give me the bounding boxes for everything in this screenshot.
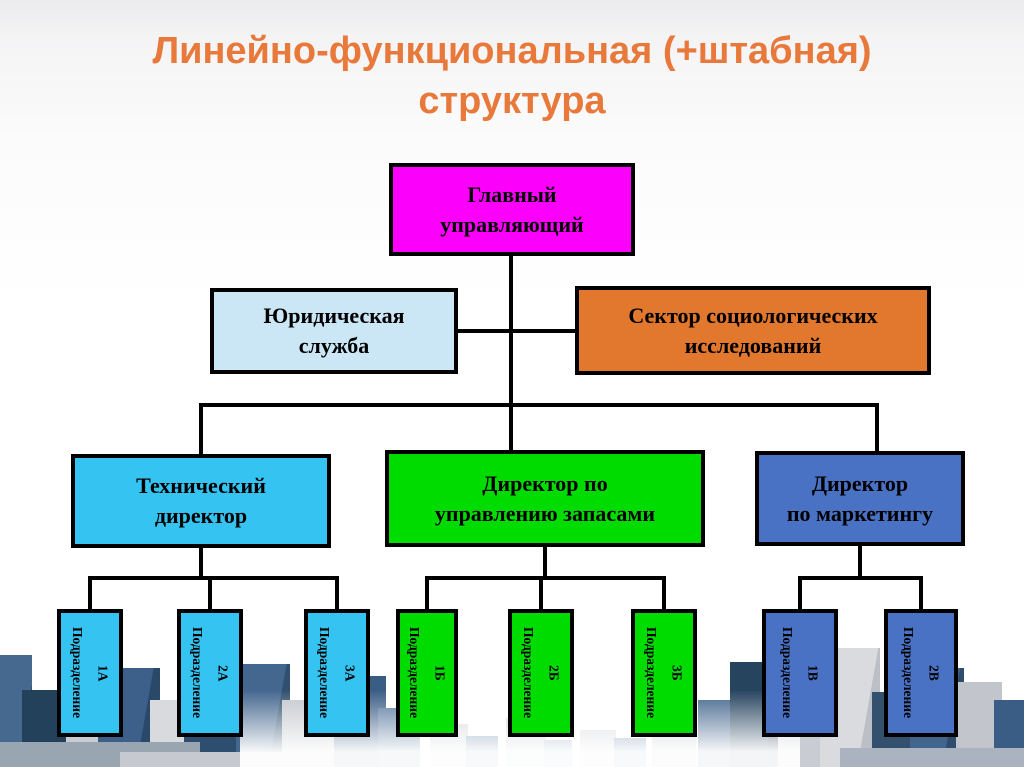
connector-line <box>425 576 666 580</box>
slide-title: Линейно-функциональная (+штабная) структу… <box>0 26 1024 126</box>
connector-line <box>858 544 862 578</box>
connector-line <box>509 254 513 452</box>
connector-line <box>543 545 547 578</box>
connector-line <box>335 576 339 613</box>
connector-line <box>88 576 339 580</box>
connector-line <box>199 403 203 458</box>
title-line-2: структура <box>418 80 606 122</box>
connector-line <box>199 546 203 578</box>
connector-line <box>425 576 429 613</box>
connector-line <box>88 576 92 613</box>
connector-line <box>539 576 543 613</box>
connector-line <box>458 329 577 333</box>
connector-line <box>662 576 666 613</box>
connector-line <box>798 576 802 613</box>
connector-line <box>798 576 923 580</box>
connector-line <box>875 403 879 455</box>
title-line-1: Линейно-функциональная (+штабная) <box>152 30 872 72</box>
connector-line <box>919 576 923 613</box>
connector-line <box>208 576 212 613</box>
connector-line <box>199 403 879 407</box>
building-shape <box>840 748 1024 767</box>
